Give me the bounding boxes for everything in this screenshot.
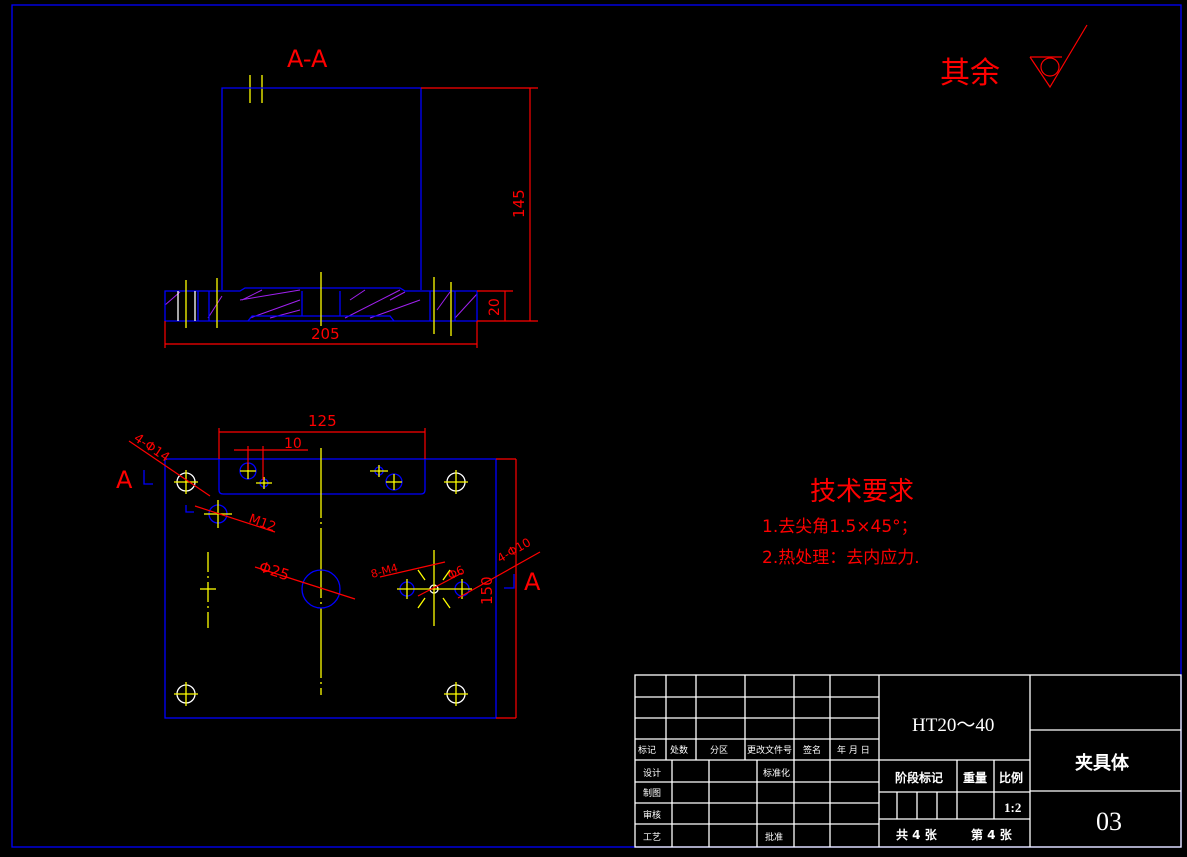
tech-item: 1.去尖角1.5×45°；	[762, 517, 918, 537]
sheet-number: 第 4 张	[971, 827, 1013, 842]
corner-holes	[174, 470, 468, 706]
callout-4-phi10: 4-Φ10	[495, 535, 534, 565]
tech-title: 技术要求	[810, 477, 914, 507]
callout-m12: M12	[247, 512, 278, 536]
approval-label: 批准	[765, 831, 783, 843]
hatch	[164, 289, 478, 319]
header-label: 标记	[638, 744, 656, 756]
callout-8-m4: 8-M4	[369, 561, 399, 581]
callout-4-phi14: 4-Φ14	[131, 431, 172, 466]
stage-label: 阶段标记	[895, 770, 943, 785]
weight-label: 重量	[963, 770, 987, 785]
dim-20: 20	[487, 298, 503, 316]
header-label: 年 月 日	[837, 744, 870, 756]
title-block: 标记 处数 分区 更改文件号 签名 年 月 日 设计 制图 审核 工艺 标准化 …	[634, 674, 1182, 848]
section-view: A-A 145 20 205	[164, 45, 538, 348]
scale-label: 比例	[999, 770, 1023, 785]
section-mark-left: A	[116, 466, 133, 494]
section-mark-right: A	[524, 568, 541, 596]
role-label: 制图	[643, 787, 661, 799]
drawing-border	[11, 4, 1182, 848]
tech-item: 2.热处理：去内应力.	[762, 548, 920, 568]
scale-value: 1:2	[1004, 800, 1021, 815]
standardization-label: 标准化	[763, 767, 790, 779]
dim-150: 150	[478, 576, 496, 605]
dim-205: 205	[311, 325, 340, 343]
callout-phi6: Φ6	[445, 563, 466, 583]
dim-125: 125	[308, 412, 337, 430]
header-label: 更改文件号	[747, 744, 792, 756]
callout-phi25: Φ25	[257, 558, 292, 585]
section-label: A-A	[287, 45, 328, 73]
material: HT20～40	[912, 715, 994, 736]
plan-view: 125 10 150 4-Φ14 M12 Φ25 8-M4 Φ6 4-Φ10 A…	[116, 412, 541, 719]
part-name: 夹具体	[1075, 752, 1130, 774]
technical-requirements: 技术要求 1.去尖角1.5×45°； 2.热处理：去内应力.	[762, 477, 920, 568]
role-label: 工艺	[643, 832, 661, 843]
header-label: 分区	[710, 745, 728, 756]
dim-145: 145	[510, 189, 528, 218]
header-label: 处数	[670, 744, 688, 756]
surface-finish-label: 其余	[940, 56, 1000, 91]
total-sheets: 共 4 张	[896, 827, 938, 842]
drawing-number: 03	[1096, 807, 1122, 836]
header-label: 签名	[803, 744, 821, 756]
dim-10: 10	[284, 436, 302, 452]
role-label: 设计	[643, 767, 661, 779]
surface-finish-symbol: 其余	[940, 24, 1088, 91]
role-label: 审核	[643, 809, 661, 821]
